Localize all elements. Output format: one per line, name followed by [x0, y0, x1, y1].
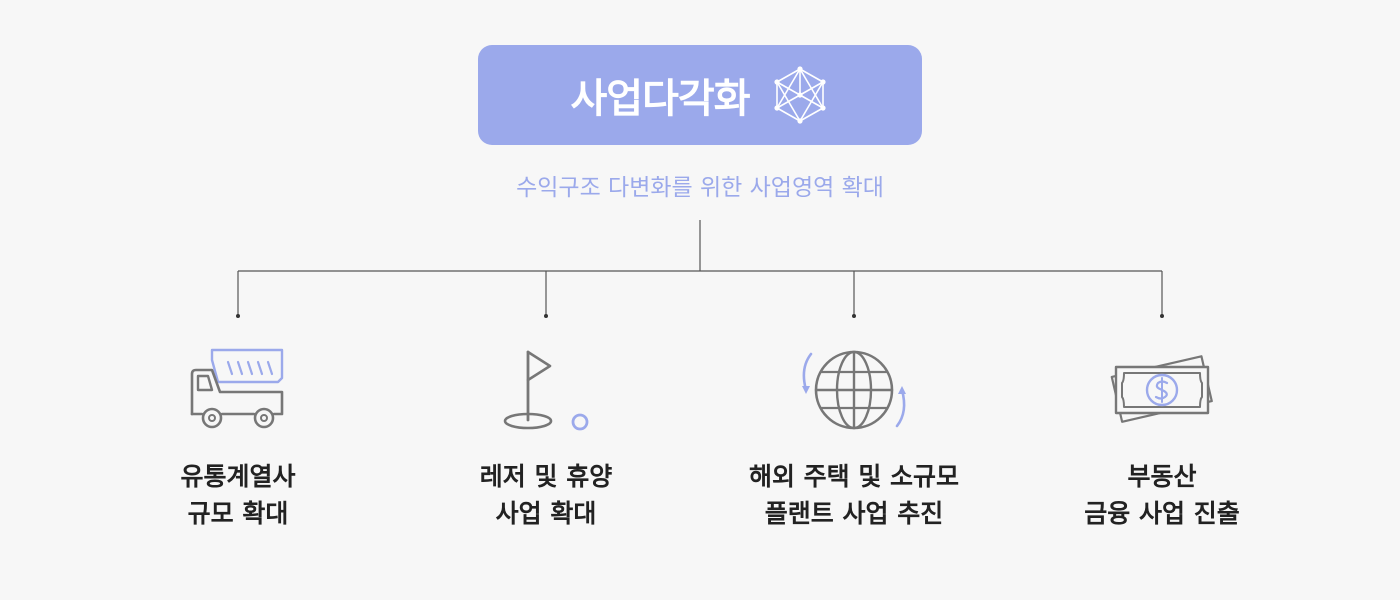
branch-distribution: 유통계열사 규모 확대 — [88, 340, 388, 532]
globe-icon — [802, 350, 906, 430]
subtitle: 수익구조 다변화를 위한 사업영역 확대 — [516, 175, 884, 201]
money-bills-icon — [1110, 355, 1213, 423]
title-text: 사업다각화 — [570, 76, 751, 122]
branch-label: 부동산 금융 사업 진출 — [1084, 462, 1240, 528]
title-box: 사업다각화 — [478, 45, 922, 145]
branch-leisure: 레저 및 휴양 사업 확대 — [396, 340, 696, 532]
golf-flag-icon — [503, 350, 589, 431]
network-cube-icon — [773, 66, 826, 124]
branch-label: 유통계열사 규모 확대 — [180, 462, 296, 528]
dump-truck-icon — [190, 348, 284, 429]
branch-realestate-finance: 부동산 금융 사업 진출 — [1012, 340, 1312, 532]
branch-label: 레저 및 휴양 사업 확대 — [479, 462, 613, 528]
branch-label: 해외 주택 및 소규모 플랜트 사업 추진 — [748, 462, 960, 528]
branch-overseas: 해외 주택 및 소규모 플랜트 사업 추진 — [704, 340, 1004, 532]
